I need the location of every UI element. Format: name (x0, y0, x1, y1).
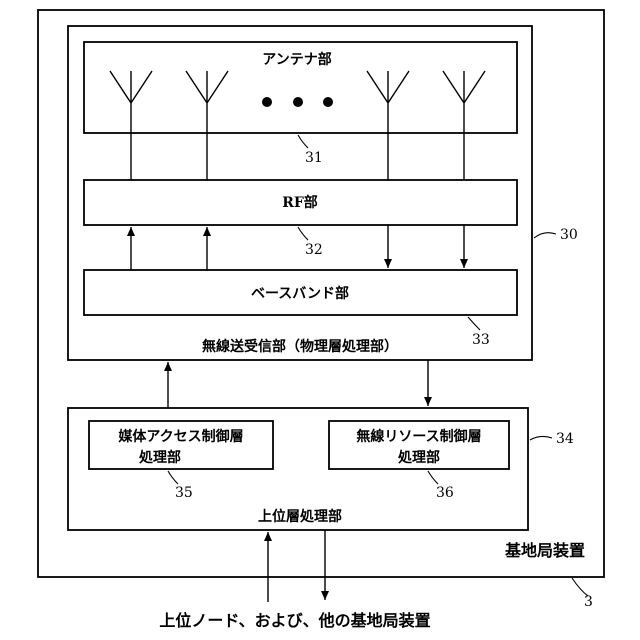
mac-unit-label-line2: 処理部 (138, 449, 181, 466)
mac-unit-ref: 35 (175, 485, 193, 501)
rf-unit-ref: 32 (305, 242, 323, 258)
antenna-unit-label: アンテナ部 (262, 51, 331, 68)
baseband-unit-label: ベースバンド部 (251, 285, 349, 302)
radio-unit-ref: 30 (560, 227, 578, 243)
mac-unit-label-line1: 媒体アクセス制御層 (117, 428, 243, 445)
antenna-unit-ref: 31 (305, 150, 323, 166)
baseband-unit-ref: 33 (472, 332, 490, 348)
base-station-label: 基地局装置 (504, 541, 585, 560)
rrc-unit-label-line2: 処理部 (397, 449, 440, 466)
external-label: 上位ノード、および、他の基地局装置 (159, 611, 430, 630)
radio-unit-label: 無線送受信部（物理層処理部） (202, 338, 398, 355)
rrc-unit-ref: 36 (436, 485, 454, 501)
rrc-unit-label-line1: 無線リソース制御層 (356, 428, 481, 445)
base-station-ref: 3 (584, 594, 593, 610)
upper-layer-ref: 34 (556, 431, 574, 447)
upper-layer-label: 上位層処理部 (258, 508, 342, 525)
rf-unit-label: RF部 (282, 194, 318, 211)
